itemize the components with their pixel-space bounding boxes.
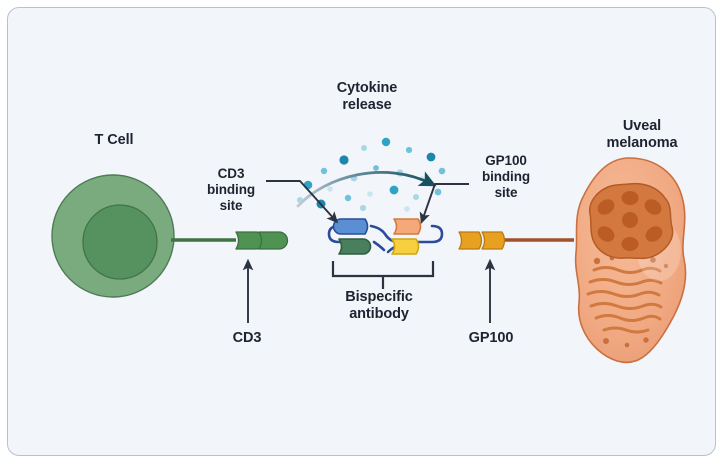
melanoma-nucleus-group [588,182,674,260]
uveal-melanoma-label: Uveal melanoma [606,118,678,152]
gp100-receptor-segment-1 [458,231,483,250]
cytokine-dots-group [297,137,446,212]
t-cell-label: T Cell [94,132,134,148]
melanoma-highlight [637,221,681,281]
gp100-receptor-group [458,231,574,250]
t-cell-group [51,174,175,298]
melanoma-nucleus [588,182,674,260]
melanoma-cell-group [574,157,687,364]
gp100-binding-site-leader-arrow [419,183,469,225]
t-cell-membrane [51,174,175,298]
melanoma-internals [586,221,681,348]
bispecific-antibody-group [327,218,444,255]
cd3-label: CD3 [232,330,262,346]
gp100-binding-site-label: GP100 binding site [481,153,531,200]
figure-frame: T Cell CD3 binding site Cytokine release… [7,7,716,456]
cd3-receptor-segment-2 [258,231,289,250]
cd3-receptor-segment-1 [235,231,266,250]
cd3-binding-site-leader-arrow [266,180,339,224]
bispecific-antibody-label: Bispecific antibody [345,289,413,323]
melanoma-vesicles [593,255,669,348]
gp100-receptor-segment-2 [481,231,506,250]
cytokine-release-arrow [296,171,437,208]
diagram-canvas [51,137,687,364]
antibody-domain-gp100-arm-upper [393,218,422,235]
melanoma-cell-body [574,157,687,364]
cytokine-release-label: Cytokine release [336,80,398,114]
antibody-domain-gp100-arm-lower [391,238,420,255]
antibody-domain-cd3-arm-lower [338,238,372,255]
melanoma-chromatin [597,191,663,251]
antibody-domain-cd3-arm-upper [332,218,369,235]
cd3-binding-site-label: CD3 binding site [206,166,256,213]
antibody-linkers [327,224,444,254]
t-cell-nucleus [82,204,158,280]
bispecific-antibody-bracket [331,261,435,278]
gp100-label: GP100 [468,330,514,346]
melanoma-er-lines [586,266,663,334]
cd3-receptor-group [171,231,289,250]
